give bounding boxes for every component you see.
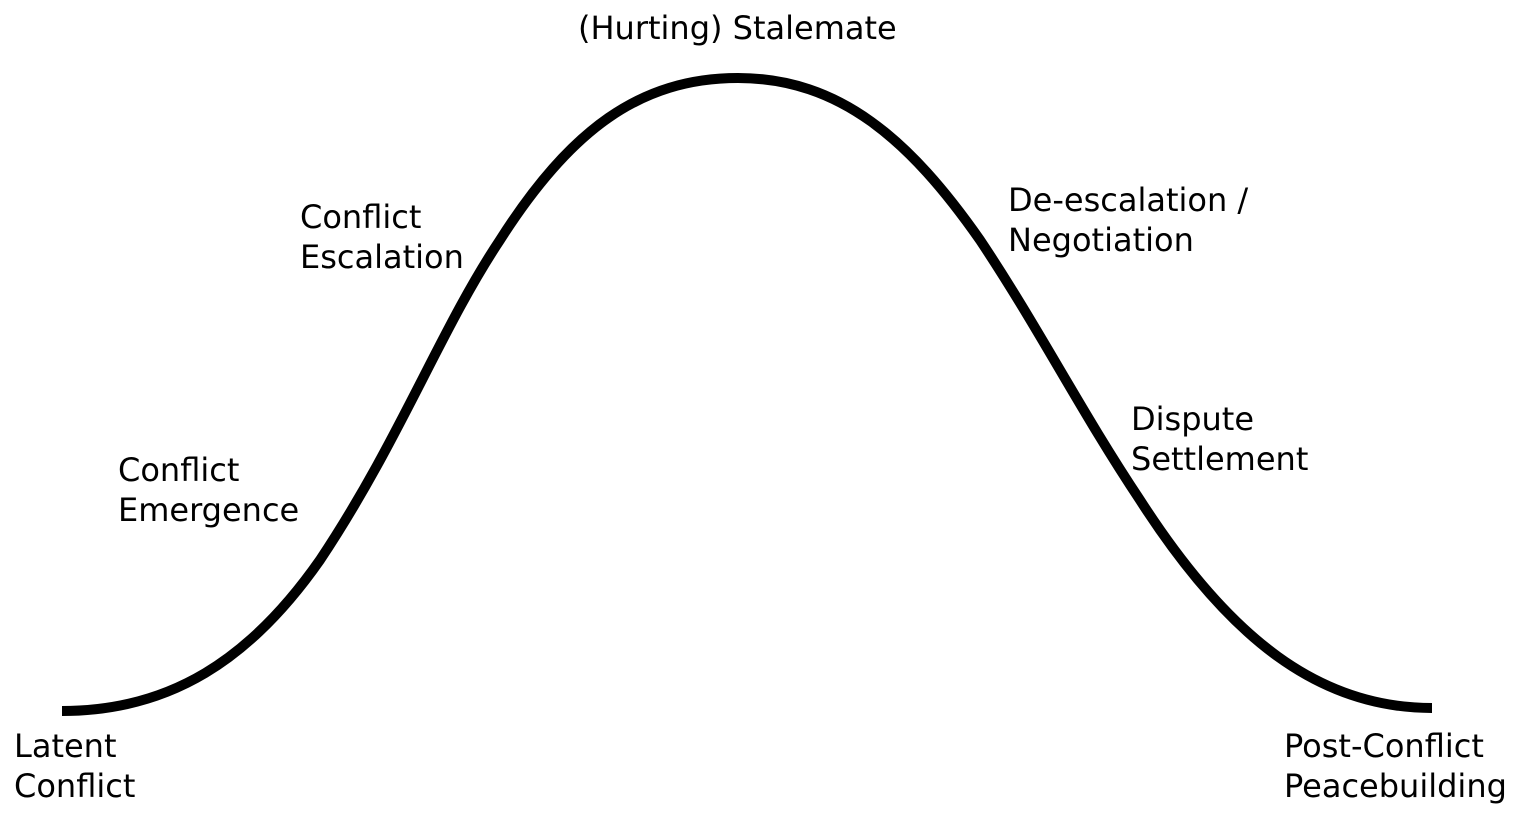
conflict-bell-curve (61, 72, 1433, 716)
label-line: Conflict (300, 198, 422, 236)
label-line: Latent (14, 727, 117, 765)
label-line: Post-Conflict (1284, 727, 1484, 765)
label-line: De-escalation / (1008, 181, 1249, 219)
label-de-escalation-negotiation: De-escalation / Negotiation (1008, 180, 1248, 260)
label-post-conflict-peacebuilding: Post-Conflict Peacebuilding (1284, 726, 1507, 806)
label-latent-conflict: Latent Conflict (14, 726, 135, 806)
label-line: Peacebuilding (1284, 767, 1507, 805)
label-line: Conflict (14, 767, 136, 805)
label-dispute-settlement: Dispute Settlement (1131, 399, 1308, 479)
label-line: Dispute (1131, 400, 1255, 438)
label-conflict-escalation: Conflict Escalation (300, 197, 464, 277)
label-line: Conflict (118, 451, 240, 489)
label-line: Negotiation (1008, 221, 1194, 259)
label-line: Escalation (300, 238, 464, 276)
label-line: Settlement (1131, 440, 1309, 478)
label-line: (Hurting) Stalemate (578, 9, 897, 47)
label-line: Emergence (118, 491, 300, 529)
label-hurting-stalemate: (Hurting) Stalemate (578, 8, 897, 48)
label-conflict-emergence: Conflict Emergence (118, 450, 299, 530)
